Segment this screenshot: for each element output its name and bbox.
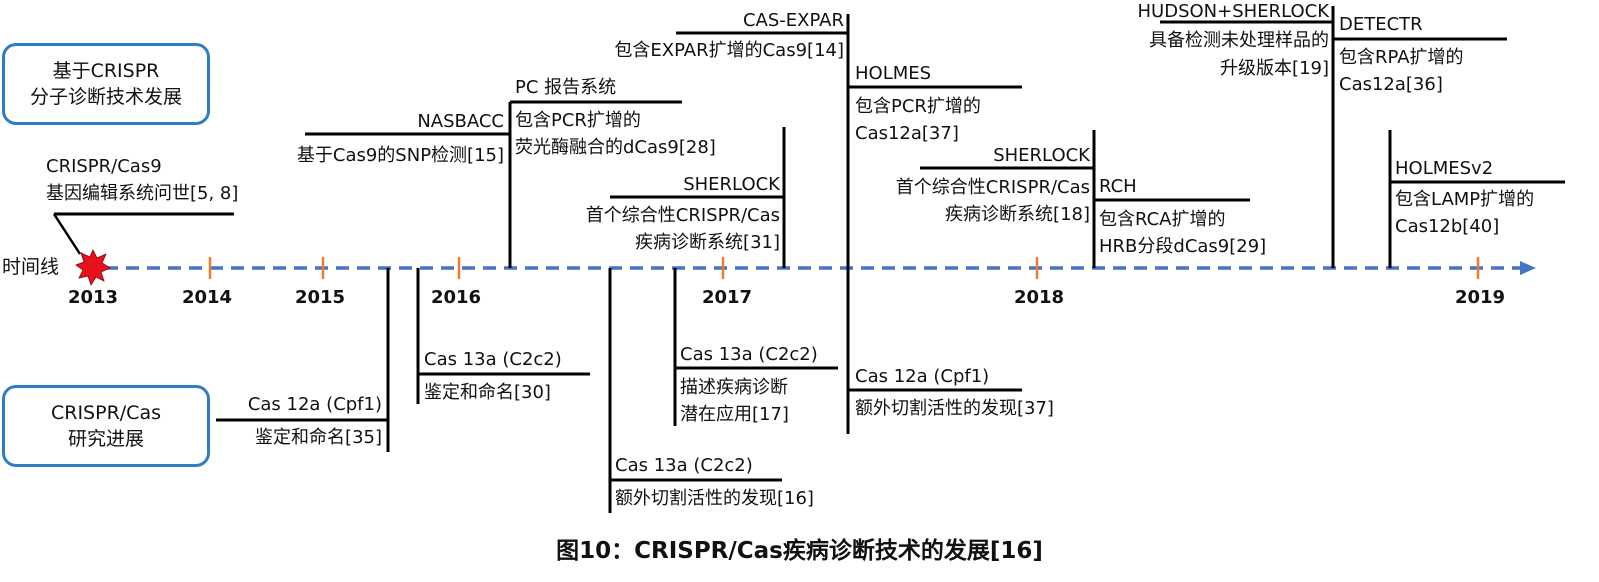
event-desc: 额外切割活性的发现[37] <box>855 398 1054 419</box>
event-title: SHERLOCK <box>993 145 1090 166</box>
event-title: Cas 12a (Cpf1) <box>855 366 990 387</box>
event-desc: 包含RCA扩增的 <box>1099 209 1226 230</box>
box-line: 分子诊断技术发展 <box>29 86 182 108</box>
event-title: CRISPR/Cas9 <box>46 156 162 177</box>
box-line: 基于CRISPR <box>52 60 160 82</box>
box-line: CRISPR/Cas <box>50 402 161 424</box>
event-title: DETECTR <box>1339 14 1423 35</box>
event-desc: HRB分段dCas9[29] <box>1099 236 1267 257</box>
event-desc: 疾病诊断系统[31] <box>635 232 780 253</box>
event-desc: Cas12a[36] <box>1339 74 1443 95</box>
start-burst-icon <box>75 249 111 286</box>
event-title: HUDSON+SHERLOCK <box>1137 1 1329 22</box>
event-desc: 首个综合性CRISPR/Cas <box>585 205 780 226</box>
event-desc: 鉴定和命名[30] <box>424 382 551 403</box>
event-desc: 额外切割活性的发现[16] <box>615 488 814 509</box>
event-desc: 潜在应用[17] <box>680 404 789 425</box>
event-desc: 荧光酶融合的dCas9[28] <box>515 137 716 158</box>
event-title: HOLMES <box>855 63 932 84</box>
event-desc: 包含LAMP扩增的 <box>1395 189 1535 210</box>
event-title: CAS-EXPAR <box>742 10 844 31</box>
year-label: 2013 <box>67 287 119 308</box>
event-desc: 包含PCR扩增的 <box>855 96 981 117</box>
event-desc: 首个综合性CRISPR/Cas <box>895 177 1090 198</box>
timeline-arrow-head <box>1520 261 1536 275</box>
event-title: Cas 12a (Cpf1) <box>247 394 382 415</box>
event-lines <box>52 6 1565 513</box>
event-desc: 鉴定和命名[35] <box>255 427 382 448</box>
event-title: SHERLOCK <box>683 174 780 195</box>
year-label: 2019 <box>1454 287 1506 308</box>
event-title: Cas 13a (C2c2) <box>615 455 753 476</box>
event-desc: 基于Cas9的SNP检测[15] <box>296 145 504 166</box>
event-title: Cas 13a (C2c2) <box>680 344 818 365</box>
timeline-label: 时间线 <box>2 256 60 278</box>
event-desc: 包含EXPAR扩增的Cas9[14] <box>614 40 844 61</box>
event-desc: 基因编辑系统问世[5, 8] <box>46 183 239 204</box>
event-title: RCH <box>1099 176 1137 197</box>
event-desc: 包含PCR扩增的 <box>515 110 641 131</box>
box-line: 研究进展 <box>67 428 144 450</box>
year-ticks <box>208 257 1480 279</box>
event-title: NASBACC <box>417 111 504 132</box>
event-desc: 升级版本[19] <box>1220 58 1329 79</box>
year-label: 2016 <box>430 287 482 308</box>
event-title: PC 报告系统 <box>515 77 617 98</box>
year-label: 2014 <box>181 287 233 308</box>
event-title: Cas 13a (C2c2) <box>424 349 562 370</box>
year-label: 2017 <box>701 287 753 308</box>
molecular-diagnosis-category-box: 基于CRISPR 分子诊断技术发展 <box>2 43 210 125</box>
event-desc: Cas12a[37] <box>855 123 959 144</box>
figure-caption: 图10：CRISPR/Cas疾病诊断技术的发展[16] <box>556 538 1043 564</box>
event-title: HOLMESv2 <box>1395 158 1494 179</box>
event-desc: 包含RPA扩增的 <box>1339 47 1464 68</box>
event-desc: 具备检测未处理样品的 <box>1149 30 1329 51</box>
year-label: 2015 <box>294 287 346 308</box>
event-desc: 描述疾病诊断 <box>680 377 788 398</box>
event-desc: Cas12b[40] <box>1395 216 1500 237</box>
event-desc: 疾病诊断系统[18] <box>945 204 1090 225</box>
crispr-research-category-box: CRISPR/Cas 研究进展 <box>2 385 210 467</box>
year-label: 2018 <box>1013 287 1065 308</box>
